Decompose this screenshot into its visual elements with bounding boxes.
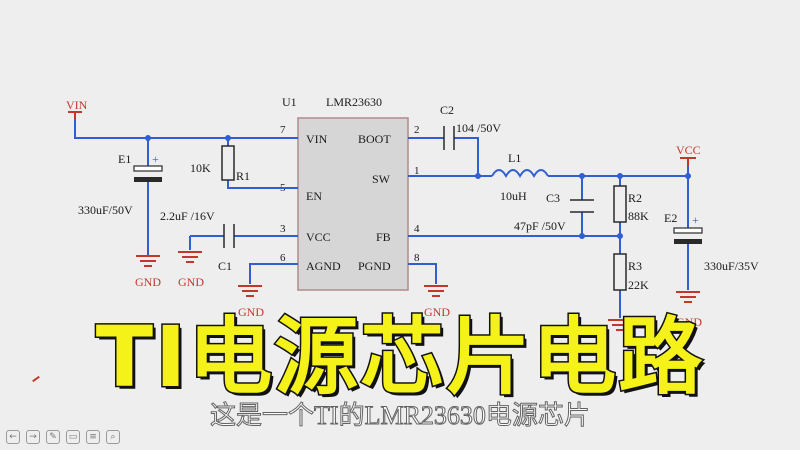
pin-name-en: EN <box>306 189 322 203</box>
r2-ref: R2 <box>628 191 642 205</box>
vin-wire <box>74 120 298 139</box>
pin-num-2: 2 <box>414 124 420 136</box>
capacitor-c3 <box>570 199 594 213</box>
ground-symbol <box>178 251 202 263</box>
pin-num-7: 7 <box>280 124 286 136</box>
c2-ref: C2 <box>440 103 454 117</box>
back-arrow-icon[interactable]: ← <box>6 430 20 444</box>
r1-wire <box>227 138 298 189</box>
svg-text:VCC: VCC <box>676 143 701 157</box>
r1-value: 10K <box>190 161 211 175</box>
ground-symbol <box>136 255 160 267</box>
capacitor-c1 <box>223 224 235 248</box>
resistor-r3 <box>613 253 627 291</box>
menu-icon[interactable]: ≡ <box>86 430 100 444</box>
gnd-label: GND <box>178 275 204 289</box>
resistor-r1 <box>221 145 235 181</box>
vin-port: VIN <box>66 98 88 120</box>
pin-num-8: 8 <box>414 252 420 264</box>
presentation-toolbar: ← → ✎ ▭ ≡ ⌕ <box>6 430 120 446</box>
ground-symbol <box>676 291 700 303</box>
c3-value: 47pF /50V <box>514 219 566 233</box>
pin-name-agnd: AGND <box>306 259 341 273</box>
junction-dot <box>579 233 585 239</box>
vcc-port: VCC <box>676 143 701 166</box>
svg-text:VIN: VIN <box>66 98 88 112</box>
pin-name-fb: FB <box>376 230 391 244</box>
ground-symbol <box>608 319 632 331</box>
pgnd-wire <box>408 263 437 284</box>
r3-ref: R3 <box>628 259 642 273</box>
chip-designator: U1 <box>282 95 297 109</box>
e2-value: 330uF/35V <box>704 259 759 273</box>
video-subtitle: 这是一个TI的LMR23630电源芯片 <box>210 401 591 431</box>
pin-num-4: 4 <box>414 223 420 235</box>
capacitor-e1: + <box>133 138 163 255</box>
junction-dot <box>475 173 481 179</box>
pin-name-vcc: VCC <box>306 230 331 244</box>
e1-ref: E1 <box>118 152 131 166</box>
e2-ref: E2 <box>664 211 677 225</box>
pin-name-sw: SW <box>372 172 391 186</box>
capacitor-c2 <box>443 126 455 150</box>
chip-part-number: LMR23630 <box>326 95 382 109</box>
agnd-wire <box>249 263 298 284</box>
r3-value: 22K <box>628 278 649 292</box>
resistor-r2 <box>613 185 627 223</box>
gnd-label: GND <box>424 305 450 319</box>
svg-text:+: + <box>692 213 699 227</box>
pin-name-vin: VIN <box>306 132 328 146</box>
c1-value: 2.2uF /16V <box>160 209 215 223</box>
l1-ref: L1 <box>508 151 521 165</box>
l1-value: 10uH <box>500 189 527 203</box>
ic-body <box>297 117 409 291</box>
ground-symbol <box>238 285 262 297</box>
pen-icon[interactable]: ✎ <box>46 430 60 444</box>
c2-value: 104 /50V <box>456 121 501 135</box>
title-banner: TI电源芯片电路 <box>94 308 705 406</box>
boot-wire <box>408 137 479 176</box>
r1-ref: R1 <box>236 169 250 183</box>
c1-wire <box>189 235 298 250</box>
inductor-l1 <box>491 169 549 178</box>
pin-num-6: 6 <box>280 252 286 264</box>
c1-ref: C1 <box>218 259 232 273</box>
pin-name-boot: BOOT <box>358 132 391 146</box>
e1-value: 330uF/50V <box>78 203 133 217</box>
gnd-label: GND <box>135 275 161 289</box>
pin-num-1: 1 <box>414 165 420 177</box>
c3-ref: C3 <box>546 191 560 205</box>
zoom-icon[interactable]: ⌕ <box>106 430 120 444</box>
pin-name-pgnd: PGND <box>358 259 391 273</box>
ground-symbol <box>424 285 448 297</box>
svg-text:+: + <box>152 152 159 166</box>
gnd-label: GND <box>238 305 264 319</box>
eraser-icon[interactable]: ▭ <box>66 430 80 444</box>
pin-num-3: 3 <box>280 223 286 235</box>
forward-arrow-icon[interactable]: → <box>26 430 40 444</box>
capacitor-e2: + <box>673 176 703 290</box>
gnd-label: GND <box>676 315 702 329</box>
r2-value: 88K <box>628 209 649 223</box>
